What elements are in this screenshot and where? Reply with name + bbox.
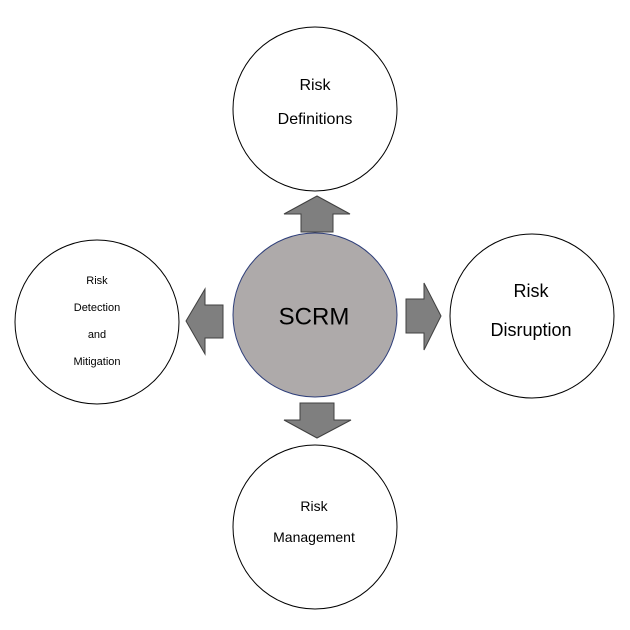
arrow-down xyxy=(283,402,352,439)
node-right-line-2: Disruption xyxy=(490,320,571,340)
center-node-scrm: SCRM xyxy=(232,232,398,398)
center-label: SCRM xyxy=(279,303,350,330)
node-left-line-3: and xyxy=(88,329,106,341)
node-left-line-1: Risk xyxy=(86,275,108,287)
arrow-left xyxy=(185,287,224,356)
node-circle-top xyxy=(232,26,398,192)
node-bottom-line-2: Management xyxy=(273,529,355,545)
center-circle xyxy=(232,232,398,398)
node-left-line-4: Mitigation xyxy=(73,356,120,368)
node-risk-management: Risk Management xyxy=(232,444,398,610)
node-top-line-2: Definitions xyxy=(278,111,353,128)
node-circle-right xyxy=(449,233,615,399)
node-circle-left xyxy=(14,239,180,405)
node-right-line-1: Risk xyxy=(514,281,550,301)
node-left-line-2: Detection xyxy=(74,302,120,314)
node-circle-bottom xyxy=(232,444,398,610)
node-risk-definitions: Risk Definitions xyxy=(232,26,398,192)
node-risk-detection-and-mitigation: Risk Detection and Mitigation xyxy=(14,239,180,405)
node-bottom-line-1: Risk xyxy=(300,498,328,514)
arrow-right xyxy=(405,282,442,351)
node-risk-disruption: Risk Disruption xyxy=(449,233,615,399)
node-top-line-1: Risk xyxy=(299,77,331,94)
arrow-up xyxy=(283,195,351,233)
